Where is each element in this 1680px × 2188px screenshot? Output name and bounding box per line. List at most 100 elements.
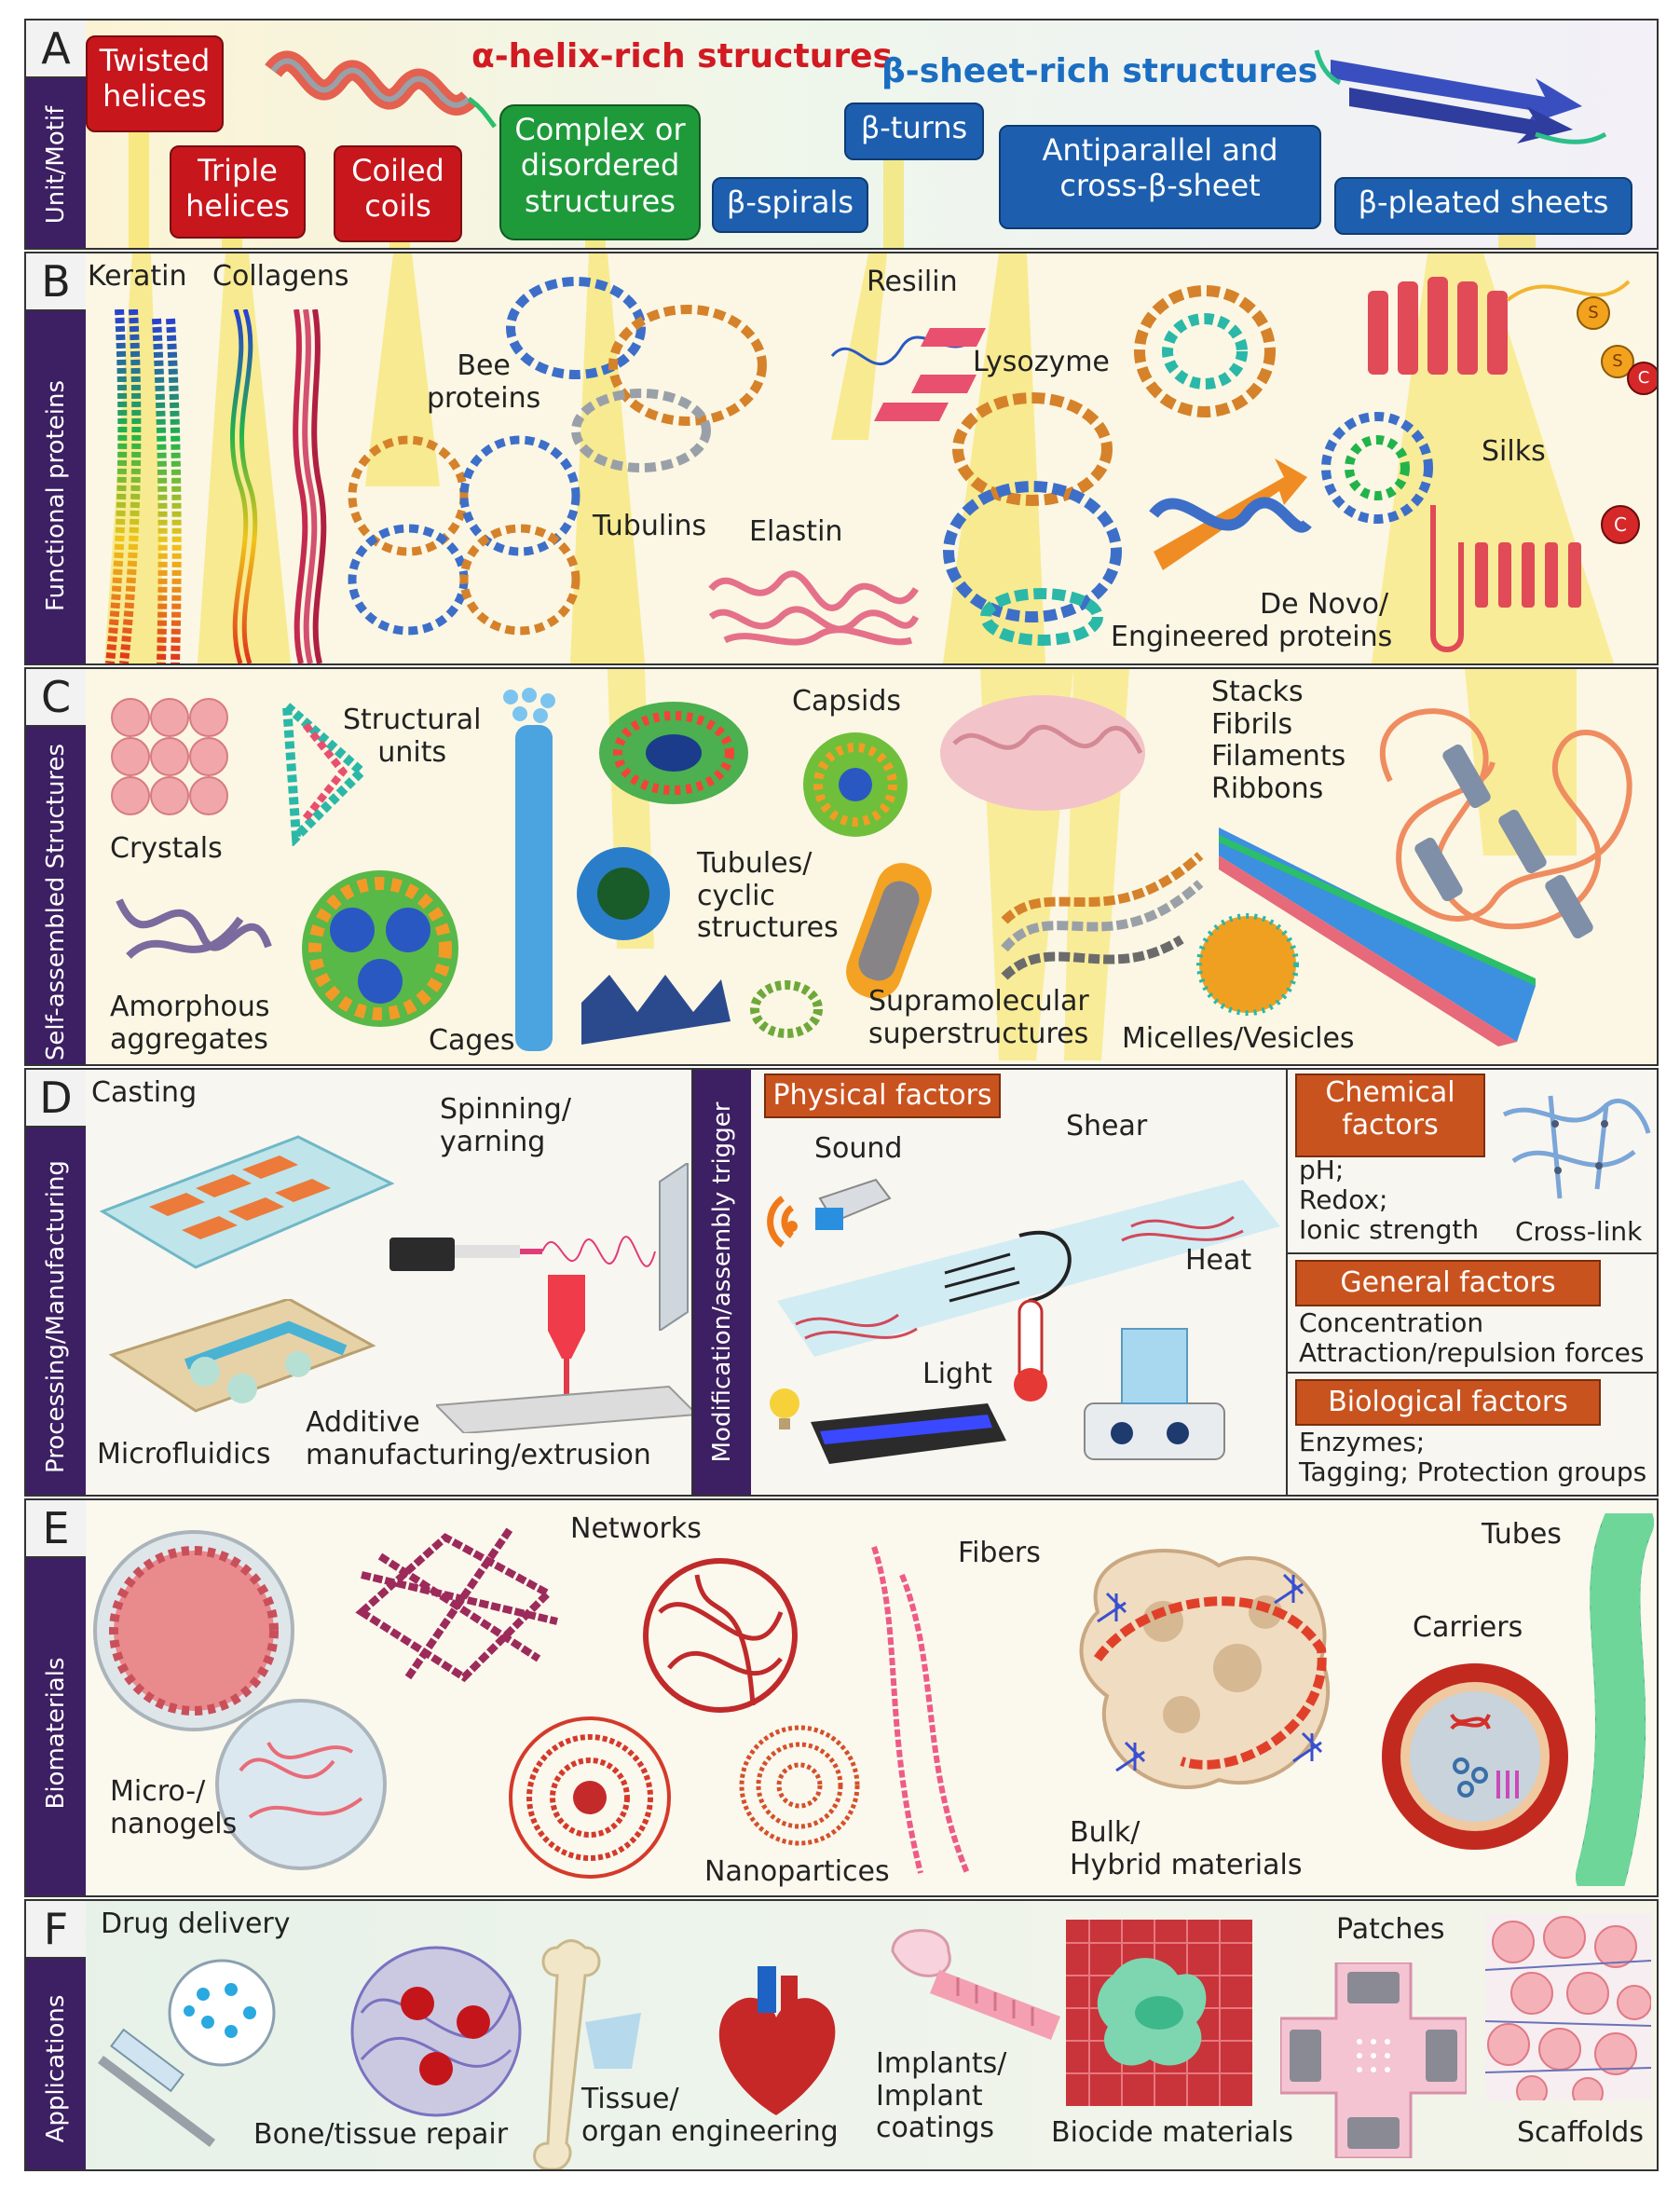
micelle-illustration [1196,913,1299,1016]
cages-label: Cages [429,1024,515,1057]
tubes-label: Tubes [1482,1518,1562,1551]
nanoparticle-1-illustration [509,1716,671,1879]
tag-line: Antiparallel and [1042,132,1278,168]
label-line: Bee [457,349,511,382]
label-line: Spinning/ [440,1093,571,1126]
scaffold-illustration [1485,1914,1651,2100]
chemical-items: pH;Redox;Ionic strength [1299,1155,1479,1246]
circle-text: S [1612,351,1623,371]
elastin-label: Elastin [749,515,843,548]
rod-illustration [846,863,932,999]
tag-line: Chemical [1325,1076,1455,1109]
label-line: Ribbons [1211,772,1324,805]
item-line: pH; [1299,1155,1345,1185]
keratin-illustration [105,309,182,663]
item-line: Attraction/repulsion forces [1299,1337,1645,1369]
shear-illustration [777,1180,1280,1357]
heat-illustration [1014,1299,1225,1460]
panel-d: D Processing/Manufacturing Casting Spinn… [24,1068,1659,1497]
s-circle-1: S [1577,296,1610,330]
light-label: Light [922,1358,992,1390]
pleated-tag: β-pleated sheets [1334,177,1632,235]
silks-label: Silks [1482,435,1546,468]
label-line: structures [697,911,839,944]
label-line: Hybrid materials [1070,1848,1303,1881]
keratin-label: Keratin [88,260,187,293]
capsid-illustration [803,732,908,837]
nanoparticle-2-illustration [739,1725,860,1846]
collagen-illustration [229,309,327,663]
label-line: manufacturing/extrusion [306,1438,651,1471]
panel-e-letter: E [26,1500,86,1558]
biological-items: Enzymes;Tagging; Protection groups [1299,1427,1646,1487]
brain-like-illustration [940,695,1145,811]
tag-line: factors [1342,1108,1439,1142]
ribbons-illustration [1219,827,1536,1046]
collagens-label: Collagens [212,260,349,293]
biocide-label: Biocide materials [1051,2116,1293,2149]
panel-f: F Applications Drug delivery Bone/tissue… [24,1899,1659,2171]
tubulin-illustration [506,277,767,472]
panel-e: E Biomaterials Micro-/nanogels Networks … [24,1498,1659,1897]
lysozyme-illustration [943,392,1122,646]
tag-line: helices [185,188,290,225]
nanogels-label: Micro-/nanogels [110,1775,237,1840]
panel-a-sidebar: A Unit/Motif [26,21,86,248]
panel-c-letter: C [26,669,86,727]
panel-a-label: Unit/Motif [42,105,70,225]
label-line: proteins [427,381,541,415]
ray [883,160,904,248]
small-ring-illustration [750,980,823,1038]
label-line: units [377,735,447,769]
resilin-illustration [830,328,986,421]
tag-line: Complex or [514,112,686,147]
label-line: superstructures [868,1017,1089,1050]
label-line: Implant [876,2079,983,2113]
tubulins-label: Tubulins [593,510,707,542]
denovo-label: De Novo/Engineered proteins [1111,588,1393,653]
drug-delivery-label: Drug delivery [101,1908,291,1940]
label-line: Engineered proteins [1111,620,1393,653]
tissue-label: Tissue/organ engineering [581,2083,839,2148]
engineered-protein-illustration [1149,458,1312,570]
bio-divider [1288,1372,1657,1374]
beta-spirals-tag: β-spirals [712,177,868,233]
heart-illustration [718,1966,836,2115]
cages-illustration [302,870,458,1027]
label-line: Stacks [1211,676,1304,708]
tag-line: helices [102,78,207,115]
item-line: Concentration [1299,1307,1484,1338]
panel-b-label: Functional proteins [42,380,70,611]
label-line: Tubules/ [697,847,813,880]
nanogel-dish-1 [93,1530,294,1731]
tag-line: cross-β-sheet [1059,168,1261,204]
casting-illustration [99,1135,395,1269]
panel-f-label: Applications [42,1994,70,2143]
spinning-label: Spinning/yarning [440,1093,571,1158]
label-line: yarning [440,1125,546,1158]
tubes-illustration [1576,1513,1654,1886]
resilin-label: Resilin [867,266,958,298]
bee-protein-illustration [348,435,580,636]
crosslink-label: Cross-link [1515,1216,1643,1247]
nanoparticles-label: Nanopartices [704,1855,890,1888]
micelles-label: Micelles/Vesicles [1122,1022,1355,1055]
implant-illustration [891,1929,1060,2040]
elastin-illustration [708,570,920,646]
bone-repair-label: Bone/tissue repair [253,2118,509,2151]
tubule-column-illustration [503,688,555,1051]
alpha-title: α-helix-rich structures [471,37,893,75]
panel-c-sidebar: C Self-assembled Structures [26,669,86,1064]
tag-text: β-turns [860,110,968,145]
general-divider [1288,1252,1657,1254]
label-line: aggregates [110,1022,268,1056]
item-line: Enzymes; [1299,1427,1426,1457]
capsids-label: Capsids [792,685,902,718]
tag-line: Coiled [351,153,444,188]
patches-label: Patches [1336,1913,1445,1946]
c-circle-2: C [1601,505,1640,544]
microfluidics-illustration [108,1299,376,1413]
carrier-illustration [1382,1663,1568,1850]
